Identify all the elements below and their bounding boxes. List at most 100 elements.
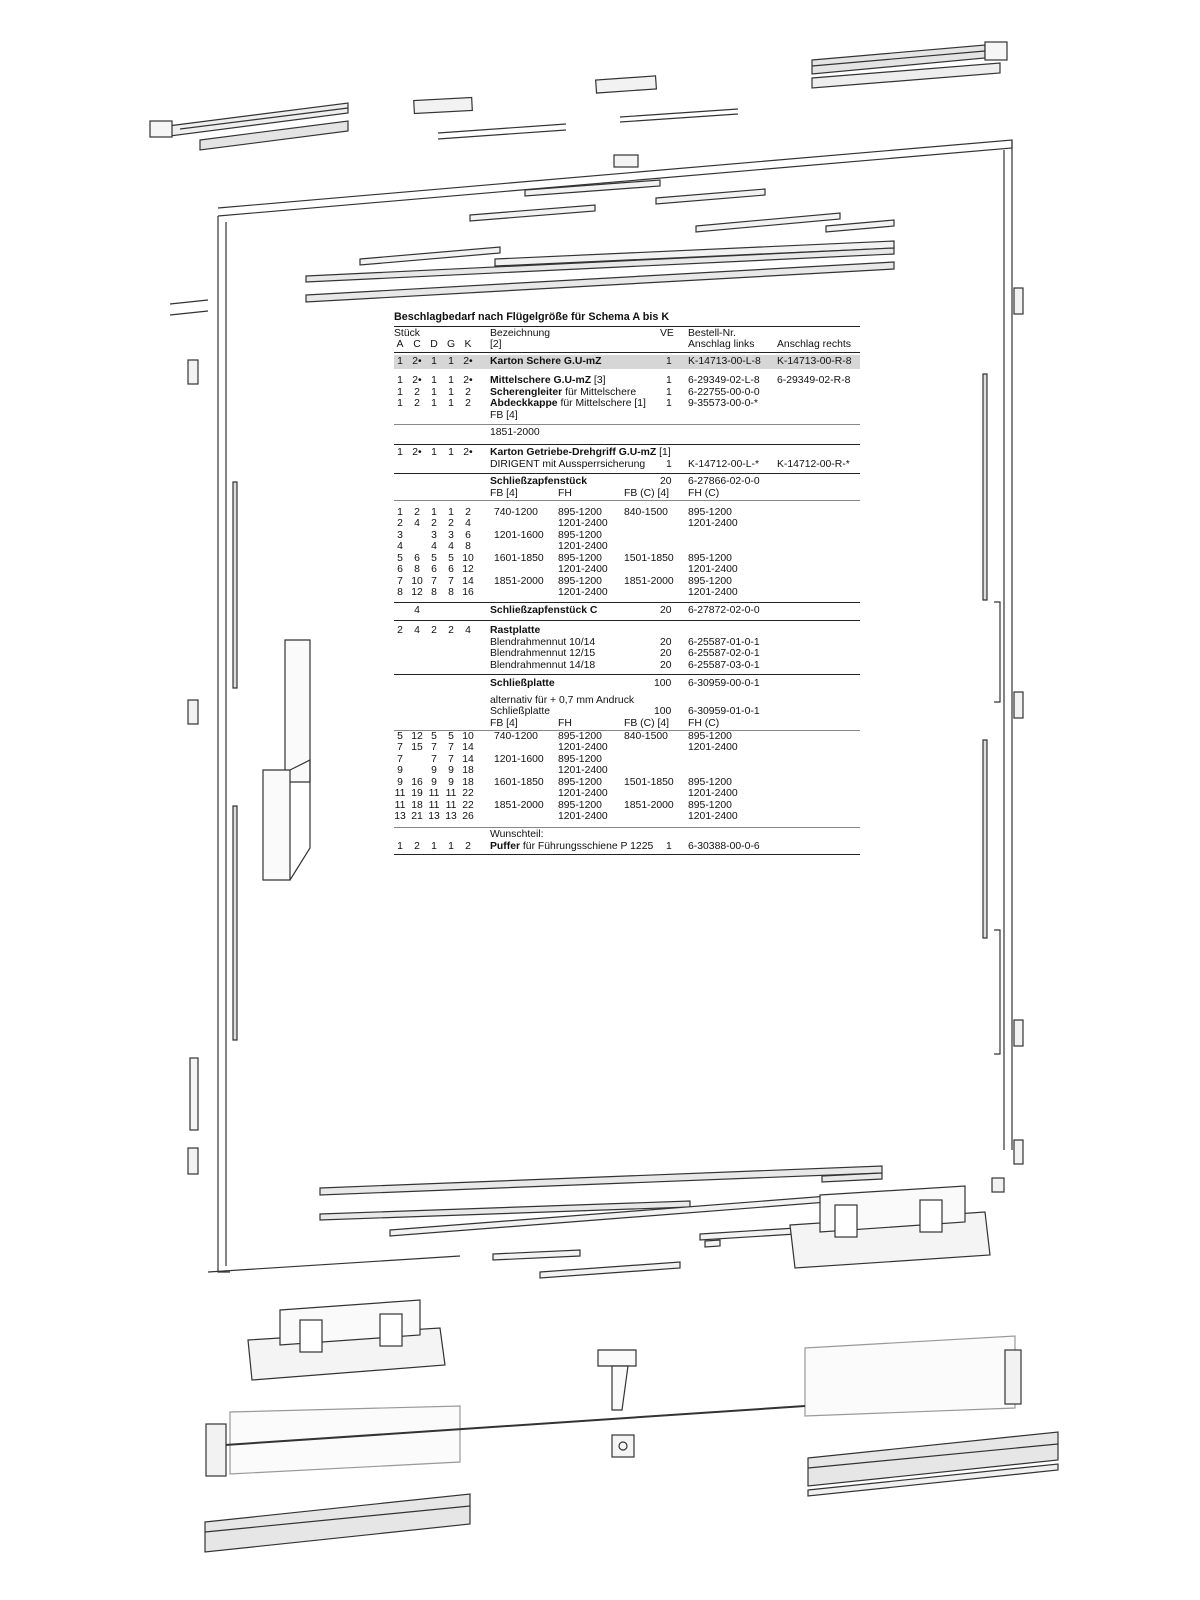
range-fh: 1201-2400 (558, 765, 608, 776)
qty-g: 1 (448, 386, 454, 398)
range-fbc: 1851-2000 (624, 575, 674, 587)
qty-k: 2 (465, 386, 471, 398)
item-nr: 6-25587-02-0-1 (688, 648, 760, 659)
qty-d: 13 (428, 811, 440, 822)
qty-c: 10 (411, 575, 423, 587)
range-fhc: 1201-2400 (688, 788, 738, 799)
qty-d: 7 (431, 575, 437, 587)
qty-g: 9 (448, 765, 454, 776)
qty-g: 1 (448, 398, 454, 409)
range-fh: 1201-2400 (558, 518, 608, 529)
item-nr: 6-30388-00-0-6 (688, 840, 760, 852)
sub-fb: FB [4] (490, 717, 518, 729)
header-anschlag-links: Anschlag links (688, 339, 755, 350)
qty-k: 4 (465, 518, 471, 529)
item-nr: 6-30959-00-0-1 (688, 678, 760, 689)
item-name: Schließzapfenstück C (490, 604, 598, 616)
qty-d: 3 (431, 529, 437, 541)
fb-range: 1851-2000 (490, 427, 540, 438)
range-fhc: 895-1200 (688, 506, 732, 518)
qty-c: 6 (414, 552, 420, 564)
range-fb: 1201-1600 (494, 753, 544, 765)
qty-d: 1 (431, 375, 437, 386)
qty-d: 1 (431, 386, 437, 398)
qty-c: 4 (414, 604, 420, 616)
qty-a: 7 (397, 575, 403, 587)
qty-d: 8 (431, 587, 437, 598)
range-fh: 895-1200 (558, 575, 602, 587)
item-desc: Blendrahmennut 14/18 (490, 659, 596, 671)
row-karton-getriebe-sub: DIRIGENT mit Aussperrsicherung 1 K-14712… (394, 459, 860, 471)
qty-d: 11 (428, 799, 440, 811)
range-fhc: 895-1200 (688, 799, 732, 811)
row-fb-range: 1851-2000 (394, 424, 860, 440)
range-fb: 1601-1850 (494, 776, 544, 788)
range-fhc: 1201-2400 (688, 587, 738, 598)
qty-g: 5 (448, 730, 454, 742)
qty-d: 1 (431, 506, 437, 518)
qty-a: 5 (397, 730, 403, 742)
range-fh: 895-1200 (558, 552, 602, 564)
sub-fbc: FB (C) [4] (624, 717, 670, 729)
qty-k: 10 (462, 552, 474, 564)
item-ve: 20 (660, 604, 672, 616)
wunschteil-label: Wunschteil: (490, 828, 544, 840)
qty-k: 8 (465, 541, 471, 552)
alt-name: Schließplatte (490, 706, 551, 717)
qty-c: 21 (411, 811, 423, 822)
qty-a: 9 (397, 765, 403, 776)
item-ve: 1 (666, 840, 672, 852)
row-fb-note: FB [4] (394, 410, 860, 422)
row-schliesszapfen-subheader: FB [4] FH FB (C) [4] FH (C) (394, 488, 860, 501)
qty-d: 1 (431, 840, 437, 852)
qty-k: 26 (462, 811, 474, 822)
row-schliesszapfen-c: 4 Schließzapfenstück C 20 6-27872-02-0-0 (394, 605, 860, 617)
item-nr: 6-27866-02-0-0 (688, 476, 760, 487)
qty-g: 2 (448, 518, 454, 529)
range-fh: 895-1200 (558, 730, 602, 742)
qty-k: 18 (462, 765, 474, 776)
row-puffer: 1 2 1 1 2 Puffer für Führungsschiene P 1… (394, 841, 860, 855)
qty-c: 2 (414, 386, 420, 398)
range-fb: 1851-2000 (494, 799, 544, 811)
item-name: Mittelschere G.U-mZ (490, 375, 592, 386)
qty-d: 1 (431, 356, 437, 367)
range-fh: 895-1200 (558, 776, 602, 788)
qty-k: 2• (463, 375, 473, 386)
row-abdeckkappe: 1 2 1 1 2 Abdeckkappe für Mittelschere [… (394, 398, 860, 410)
item-name: Scherengleiter (490, 386, 563, 398)
row-wunschteil: Wunschteil: (394, 826, 860, 841)
range-fh: 1201-2400 (558, 742, 608, 753)
sub-fbc: FB (C) [4] (624, 487, 670, 499)
range-fh: 1201-2400 (558, 811, 608, 822)
qty-c: 2• (412, 356, 422, 367)
item-ve: 1 (666, 398, 672, 409)
qty-a: 1 (397, 356, 403, 367)
table-header: Stück A C D G K Bezeichnung [2] VE Beste… (394, 327, 860, 353)
item-ve: 1 (666, 375, 672, 386)
qty-a: 2 (397, 518, 403, 529)
header-stueck: Stück (394, 328, 420, 339)
row-karton-getriebe: 1 2• 1 1 2• Karton Getriebe-Drehgriff G.… (394, 447, 860, 459)
qty-k: 2 (465, 840, 471, 852)
range-fh: 1201-2400 (558, 587, 608, 598)
range-fhc: 895-1200 (688, 730, 732, 742)
item-ref: [1] (656, 447, 671, 458)
item-nr-links: 6-22755-00-0-0 (688, 386, 760, 398)
qty-a: 6 (397, 564, 403, 575)
qty-g: 1 (448, 506, 454, 518)
range-fbc: 840-1500 (624, 730, 668, 742)
row-rastplatte-item: Blendrahmennut 10/14 20 6-25587-01-0-1 (394, 637, 860, 649)
item-nr: 6-27872-02-0-0 (688, 604, 760, 616)
item-nr: 6-25587-01-0-1 (688, 636, 760, 648)
item-nr-rechts: K-14712-00-R-* (777, 458, 850, 470)
right-carriage (789, 1185, 991, 1269)
item-ve: 20 (660, 648, 672, 659)
item-desc: für Mittelschere (562, 386, 637, 398)
row-schliessplatte: Schließplatte 100 6-30959-00-0-1 (394, 678, 860, 690)
qty-a: 1 (397, 398, 403, 409)
